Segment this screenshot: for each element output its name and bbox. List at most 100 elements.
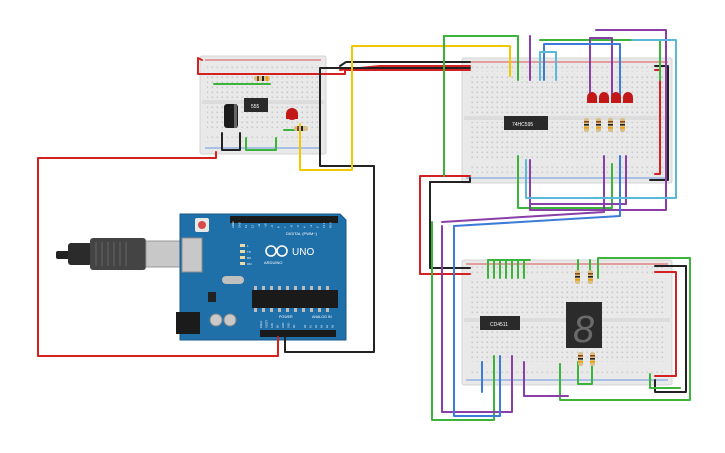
analog-pin-label: A2	[315, 324, 318, 328]
power-pin-label: Vin	[293, 324, 296, 328]
resistor-band	[590, 355, 595, 357]
digital-pin-label: 7	[283, 226, 287, 228]
analog-pin-label: A1	[310, 324, 313, 328]
digital-pin-label: ~3	[309, 224, 313, 228]
digital-pin-label: 13	[244, 225, 248, 228]
digital-pin-label: ~9	[270, 224, 274, 228]
resistor-band	[588, 276, 593, 278]
arduino-model-label: UNO	[292, 247, 314, 258]
resistor-band	[590, 361, 595, 363]
digital-pin-label: 12	[251, 225, 255, 228]
analog-pin-label: A3	[321, 324, 324, 328]
timer-circuit: 555	[224, 76, 308, 131]
digital-pin-label: ~5	[296, 224, 300, 228]
resistor-band	[588, 279, 593, 281]
wire-black-down	[429, 181, 471, 269]
analog-pin-label: A0	[304, 324, 307, 328]
power-pin-label: 3.3V	[271, 323, 274, 328]
resistor-band	[578, 358, 583, 360]
seven-segment-display: 8	[566, 302, 602, 351]
wire-yellow	[299, 45, 511, 171]
digital-pin-label: ~6	[290, 224, 294, 228]
digital-pin-label: 8	[277, 226, 281, 228]
resistor-band	[575, 273, 580, 275]
digital-pin-label: AREF	[231, 221, 235, 228]
digital-pin-label: TX 1	[322, 222, 326, 228]
usb-cable	[56, 238, 185, 270]
wire-cyan-2	[539, 51, 557, 81]
indicator-label: ON	[247, 262, 252, 266]
resistor-band	[575, 276, 580, 278]
resistor-band	[584, 121, 589, 123]
wire-blue-3	[453, 155, 621, 227]
led-resistors	[584, 118, 625, 132]
analog-header-label: ANALOG IN	[312, 315, 332, 319]
power-pin-label: RESET	[266, 319, 269, 328]
indicator-led	[240, 262, 245, 265]
wire-purple-7	[523, 361, 569, 397]
resistor-band	[584, 124, 589, 126]
timer-chip-label: 555	[251, 104, 260, 110]
digital-pin-label: ~11	[257, 223, 261, 228]
digital-pin-label: ~10	[264, 223, 268, 228]
analog-pin-label: A5	[332, 324, 335, 328]
indicator-led	[240, 250, 245, 253]
decoder-label: CD4511	[490, 322, 508, 328]
resistor-band	[584, 127, 589, 129]
resistor-band	[575, 279, 580, 281]
wire-black-top-right	[649, 65, 669, 181]
indicator-led	[240, 256, 245, 259]
power-pin-label: IOREF	[260, 320, 263, 328]
breadboard-top-right	[461, 57, 673, 184]
wire-purple-4	[589, 37, 613, 97]
wire-blue-2	[453, 225, 501, 417]
digital-pin-label: GND	[238, 222, 242, 228]
resistor-band	[608, 124, 613, 126]
led	[611, 92, 621, 103]
wire-black-ground	[284, 67, 471, 353]
resistor-band	[596, 124, 601, 126]
indicator-label: RX	[247, 256, 251, 260]
resistor-band	[588, 273, 593, 275]
shift-register-label: 74HC595	[512, 122, 533, 128]
arduino-logo-icon	[265, 245, 288, 257]
resistor-band	[608, 127, 613, 129]
wire-purple-6	[529, 155, 627, 205]
power-pin-label: GND	[288, 322, 291, 328]
decoder-chip: CD4511	[480, 316, 520, 330]
digital-pin-label: 2	[316, 226, 320, 228]
breadboard-bottom-right	[461, 259, 673, 386]
indicator-label: TX	[247, 250, 251, 254]
digital-header-label: DIGITAL (PWM~)	[286, 231, 318, 236]
wire-green-loop-bottom	[431, 221, 495, 421]
resistor-band	[596, 127, 601, 129]
resistor-band	[596, 121, 601, 123]
digital-pin-label: 4	[303, 226, 307, 228]
seven-segment-digit: 8	[573, 309, 594, 351]
indicator-led	[240, 244, 245, 247]
wire-purple-2	[529, 29, 667, 211]
wire-green-top	[443, 35, 519, 81]
led	[599, 92, 609, 103]
power-pin-label: 5V	[277, 325, 280, 328]
wires	[37, 29, 691, 421]
wire-black-upper	[339, 61, 471, 67]
power-pin-label: GND	[282, 322, 285, 328]
wire-purple-3	[441, 225, 513, 413]
segment-resistors	[575, 270, 595, 366]
led	[623, 92, 633, 103]
wire-green-small-bb	[245, 137, 277, 151]
analog-pin-label: A4	[326, 324, 329, 328]
led	[587, 92, 597, 103]
resistor-band	[620, 121, 625, 123]
wire-green-right-2	[649, 373, 681, 389]
wire-red-top-right	[654, 69, 661, 175]
resistor-band	[578, 355, 583, 357]
wire-green-bottom-bundle	[577, 361, 593, 385]
wire-blue-1	[543, 43, 621, 97]
resistor-band	[620, 124, 625, 126]
small-led	[286, 108, 298, 120]
wire-black-right	[429, 177, 471, 183]
wire-black-small-bb	[221, 132, 241, 151]
